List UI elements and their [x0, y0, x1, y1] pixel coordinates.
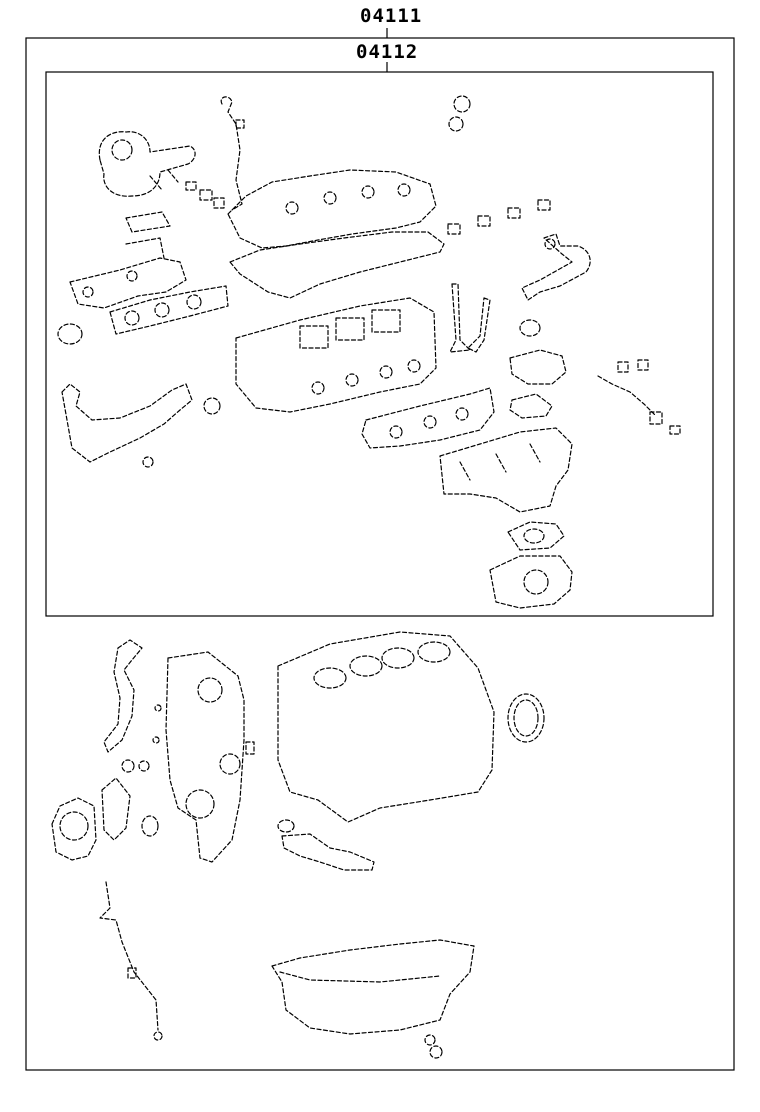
oil-strainer	[281, 833, 375, 871]
rear-oil-seal	[507, 693, 545, 743]
turbocharger	[98, 131, 196, 197]
inner-kit-frame	[45, 71, 714, 617]
o-ring-egr	[519, 319, 541, 337]
o-ring-left	[57, 323, 83, 345]
water-bypass-pipe	[103, 639, 143, 773]
oil-pan	[271, 939, 475, 1035]
front-oil-seal	[141, 815, 159, 837]
egr-gasket	[203, 397, 221, 415]
cylinder-head-cover	[227, 169, 437, 249]
head-cover-gasket	[229, 231, 445, 299]
water-outlet-pipe	[521, 233, 591, 301]
plugs-top	[448, 95, 471, 132]
oil-feed-pipe	[220, 96, 245, 211]
cylinder-block	[277, 631, 495, 823]
outer-kit-frame	[25, 37, 735, 1071]
callout-outer-kit: 04111	[360, 5, 423, 27]
small-bolts-upper-left	[185, 181, 225, 209]
sensor-harness	[597, 359, 681, 435]
timing-chain-cover	[165, 651, 245, 863]
throttle-gasket	[507, 521, 565, 551]
cylinder-head	[235, 297, 437, 413]
water-pump-gasket	[101, 777, 131, 841]
fuel-injector-seals	[447, 199, 551, 235]
exhaust-manifold-gasket	[125, 211, 171, 233]
exhaust-manifold	[69, 237, 187, 309]
callout-inner-kit: 04112	[356, 41, 419, 63]
egr-cooler-pipe	[61, 383, 193, 468]
small-gaskets-lower	[138, 704, 295, 833]
manifold-gasket	[109, 285, 229, 335]
egr-valve	[509, 349, 567, 419]
throttle-body	[489, 555, 573, 609]
head-gasket	[361, 387, 495, 449]
intake-manifold	[439, 427, 573, 513]
valves	[449, 283, 491, 353]
oil-level-gauge-guide	[99, 881, 163, 1041]
water-pump	[51, 797, 97, 861]
drain-plug-gasket	[424, 1034, 443, 1059]
